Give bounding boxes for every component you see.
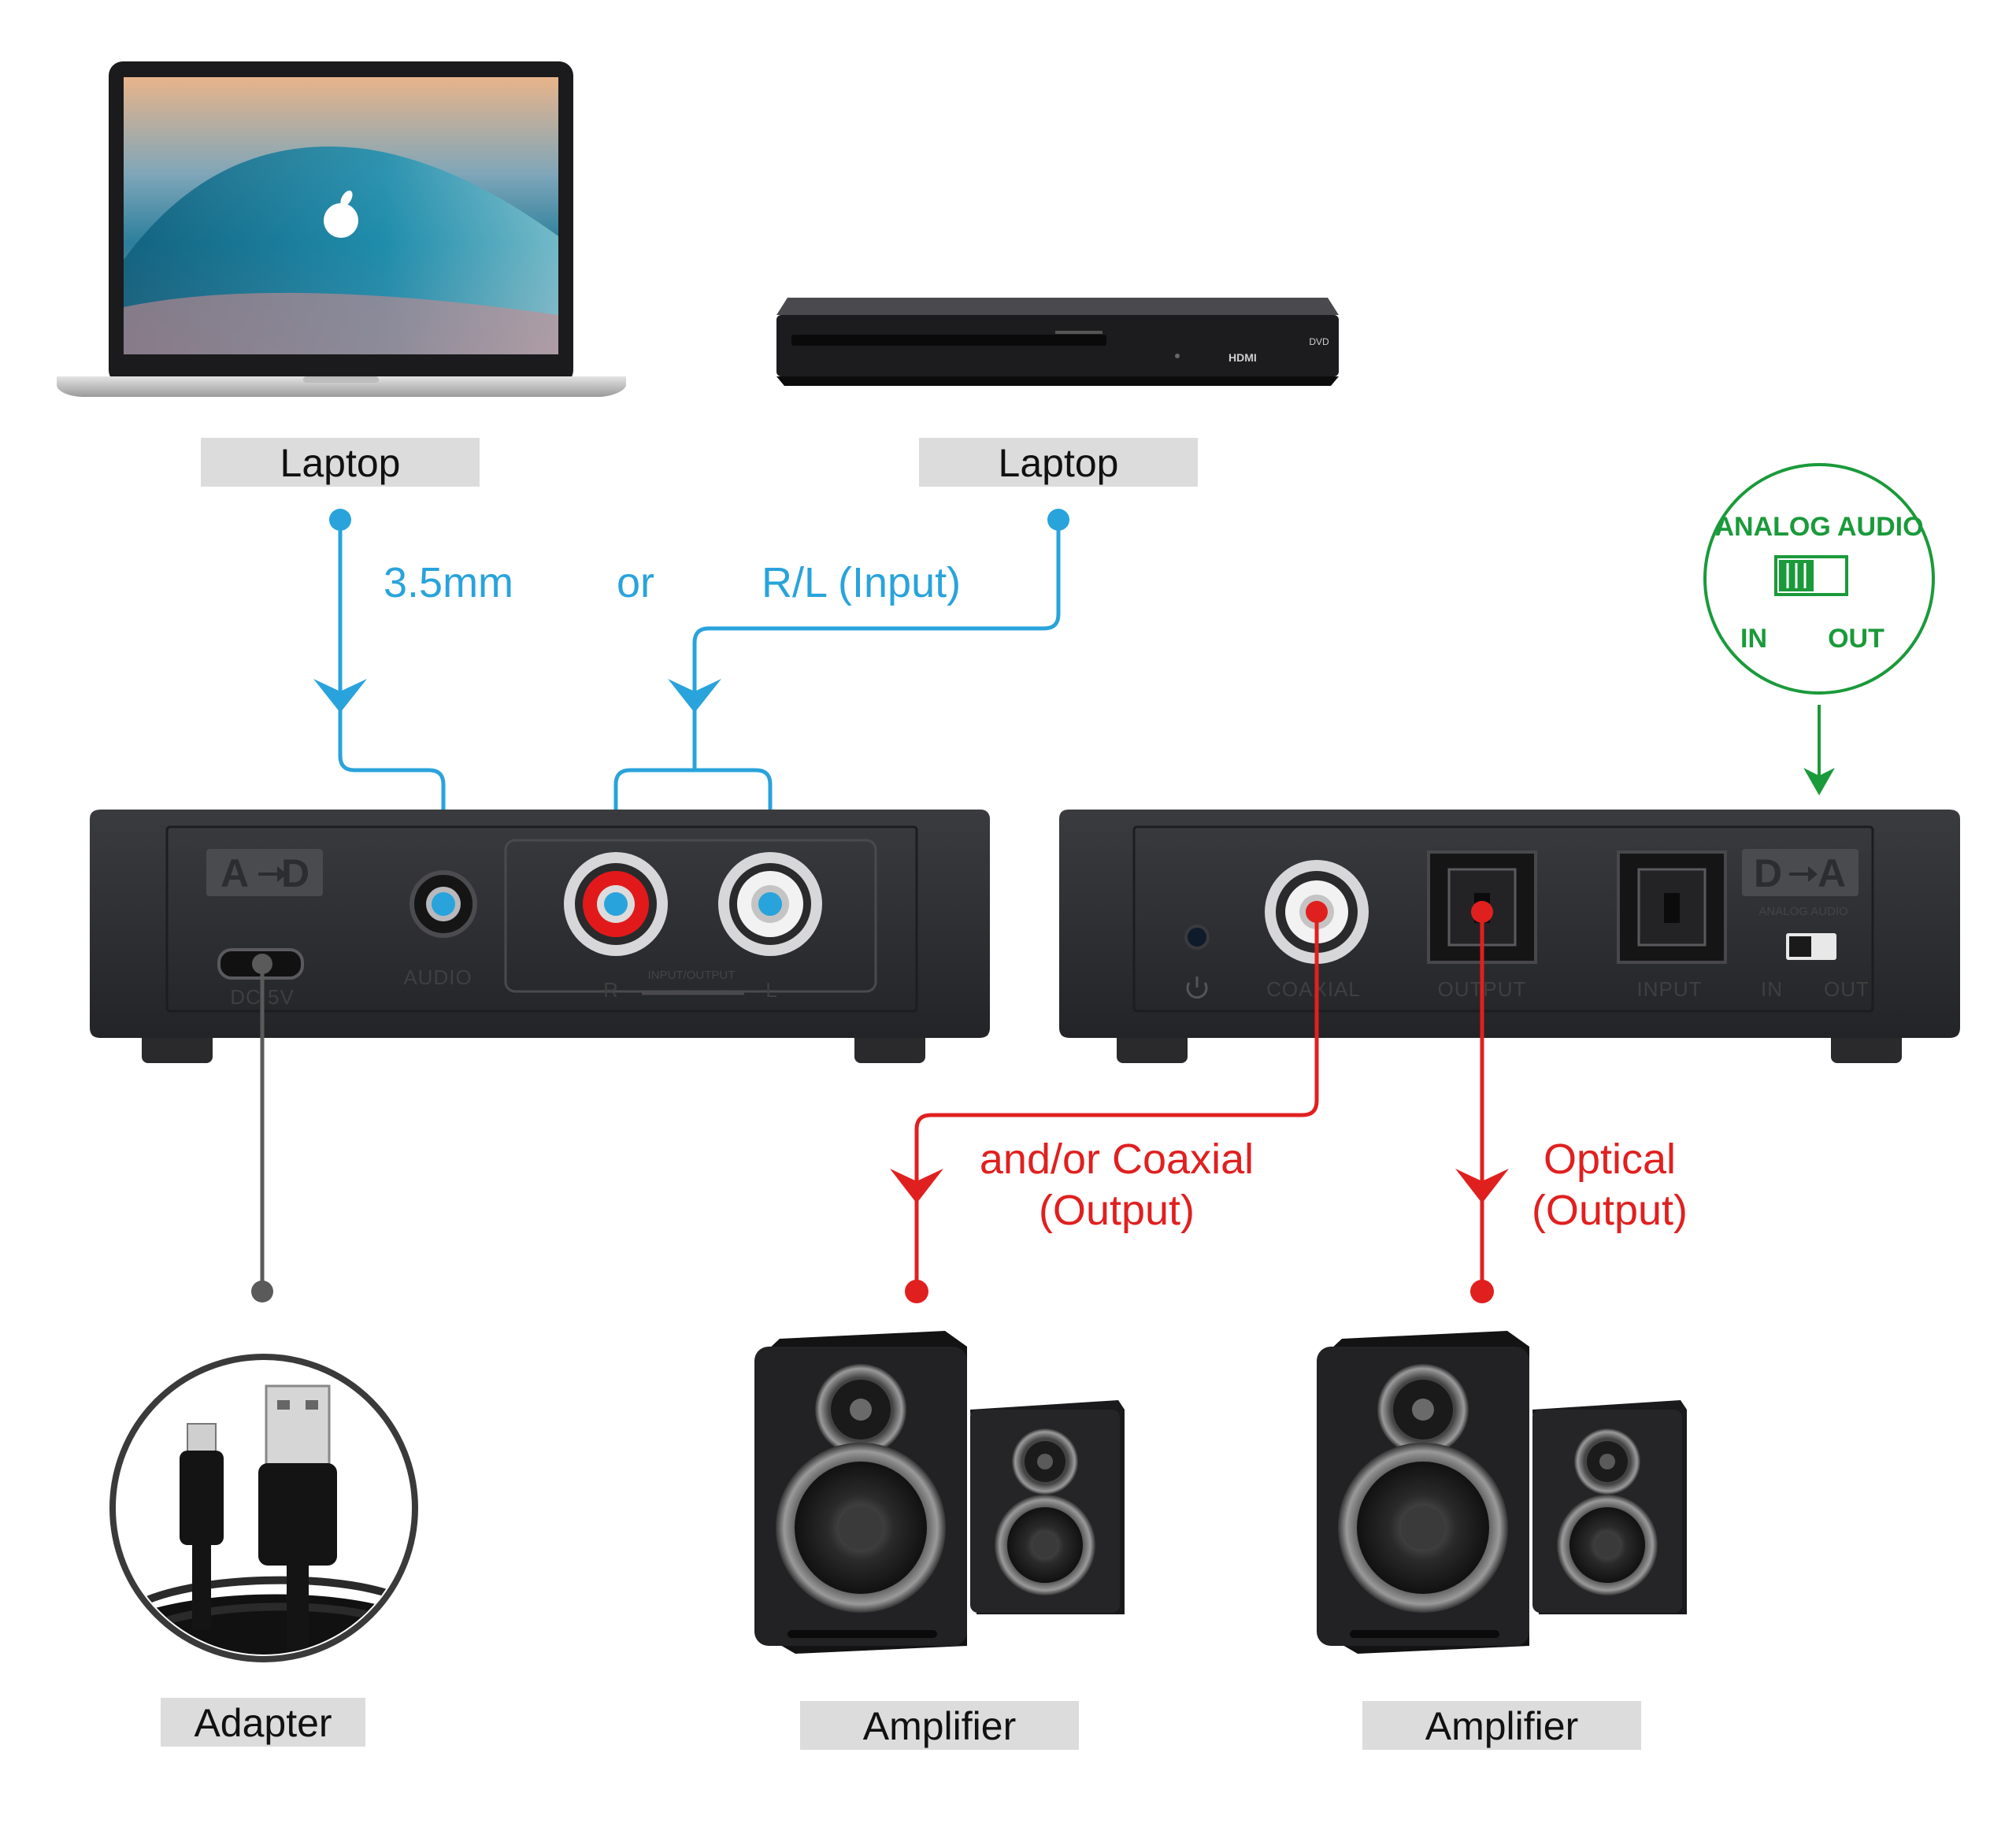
svg-text:A: A [1818,851,1846,895]
apple-logo-icon [324,191,358,238]
amp2-label: Amplifier [1425,1704,1578,1748]
callout-in-label: IN [1740,624,1767,654]
dvd-disc-text: DVD [1309,336,1329,347]
r-label: R [603,978,619,1002]
optical-arrow-icon [1455,1169,1509,1203]
coaxial-label-line2: (Output) [1039,1187,1195,1234]
rca-arrow-icon [668,679,721,713]
dvd-label-pill [919,438,1198,487]
power-led-icon [1184,925,1210,950]
power-port-dot [252,954,272,974]
laptop-label-pill [201,438,480,487]
amp2-label-pill [1362,1701,1641,1750]
dvd-brand-text: HDMI [1228,351,1257,364]
callout-arrow-icon [1803,768,1835,795]
rca-label: R/L (Input) [762,559,961,606]
optical-target-dot [1470,1280,1494,1303]
svg-text:D: D [1754,851,1782,895]
speaker-set-2-image [1317,1331,1687,1654]
coaxial-port-dot [1306,901,1328,923]
jack-arrow-icon [313,679,367,713]
da-switch-title: ANALOG AUDIO [1758,905,1847,918]
coaxial-target-dot [905,1280,928,1303]
usb-adapter-image [109,1354,418,1662]
ad-logo-icon: A D [206,849,323,896]
amp1-label: Amplifier [863,1704,1016,1748]
dvd-player-image: HDMI DVD [776,298,1339,386]
io-label: INPUT/OUTPUT [648,969,736,982]
laptop-image [57,61,626,397]
l-label: L [765,978,777,1002]
audio-label: AUDIO [403,965,472,989]
optical-label-line1: Optical [1544,1136,1676,1183]
dvd-label: Laptop [999,441,1119,485]
coaxial-output-connector [914,910,1319,1294]
amp1-label-pill [800,1701,1079,1750]
callout-out-label: OUT [1828,624,1884,654]
optical-label-line2: (Output) [1532,1187,1688,1234]
laptop-label: Laptop [280,441,401,485]
speaker-set-1-image [754,1331,1125,1654]
or-label: or [617,559,654,606]
rca-input-connector [613,517,1061,906]
jack-input-connector [338,517,446,906]
svg-text:D: D [281,851,309,895]
da-logo-icon: D A [1742,849,1858,896]
da-converter-device: COAXIAL OUTPUT INPUT D A ANALOG AUDIO IN… [1059,810,1960,1063]
da-in-label: IN [1761,977,1783,1001]
adapter-label: Adapter [194,1701,332,1745]
jack-target-dot [432,892,455,916]
switch-icon [1774,555,1848,596]
svg-text:A: A [220,851,249,895]
optical-port-dot [1471,901,1493,923]
jack-source-dot [329,509,351,531]
da-out-label: OUT [1824,977,1870,1001]
jack-label: 3.5mm [384,559,513,606]
power-adapter-dot [251,1280,273,1303]
rca-source-dot [1047,509,1069,531]
ad-converter-device: A D DC 5V AUDIO INPUT/OUTPUT R L [90,810,990,1063]
adapter-label-pill [161,1698,365,1747]
coaxial-label-line1: and/or Coaxial [980,1136,1254,1183]
coaxial-arrow-icon [890,1169,943,1203]
callout-title: ANALOG AUDIO [1714,512,1923,542]
optical-input-label: INPUT [1637,977,1703,1001]
rca-left-target-dot [758,892,782,916]
coaxial-label: COAXIAL [1266,977,1361,1001]
rca-right-target-dot [604,892,628,916]
power-symbol-icon [1186,976,1208,999]
